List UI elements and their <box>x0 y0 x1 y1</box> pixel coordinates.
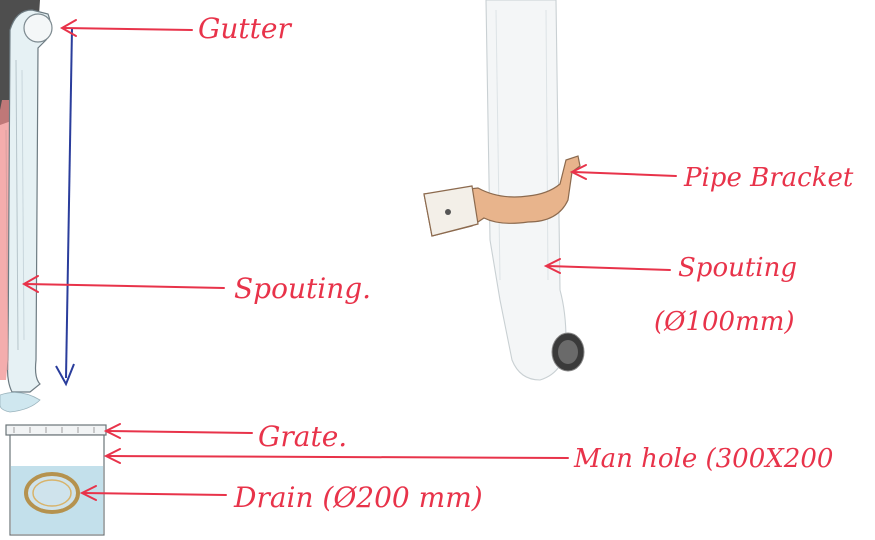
label-grate: Grate. <box>258 420 347 453</box>
label-drain: Drain (Ø200 mm) <box>233 481 483 514</box>
annotation-arrows <box>24 20 676 500</box>
label-spouting-left: Spouting. <box>234 272 371 305</box>
arrow-spouting-right <box>546 259 670 273</box>
downpipe-body <box>8 10 51 392</box>
gutter-outlet <box>24 14 52 42</box>
label-gutter: Gutter <box>198 12 292 45</box>
flow-arrow <box>56 28 74 384</box>
arrow-spouting-left <box>24 276 224 292</box>
label-spouting-right-line1: Spouting <box>678 253 797 283</box>
grate <box>6 425 106 435</box>
label-spouting-right-line2: (Ø100mm) <box>654 307 795 337</box>
downpipe-splash <box>0 392 40 412</box>
downpipe-elevation <box>0 0 52 412</box>
arrow-pipe-bracket <box>572 165 676 179</box>
arrow-grate <box>106 424 252 438</box>
label-man-hole: Man hole (300X200 <box>573 444 833 474</box>
label-pipe-bracket: Pipe Bracket <box>683 163 854 193</box>
bracket-detail <box>424 0 584 380</box>
manhole-section <box>6 425 106 535</box>
arrow-gutter <box>62 20 192 36</box>
